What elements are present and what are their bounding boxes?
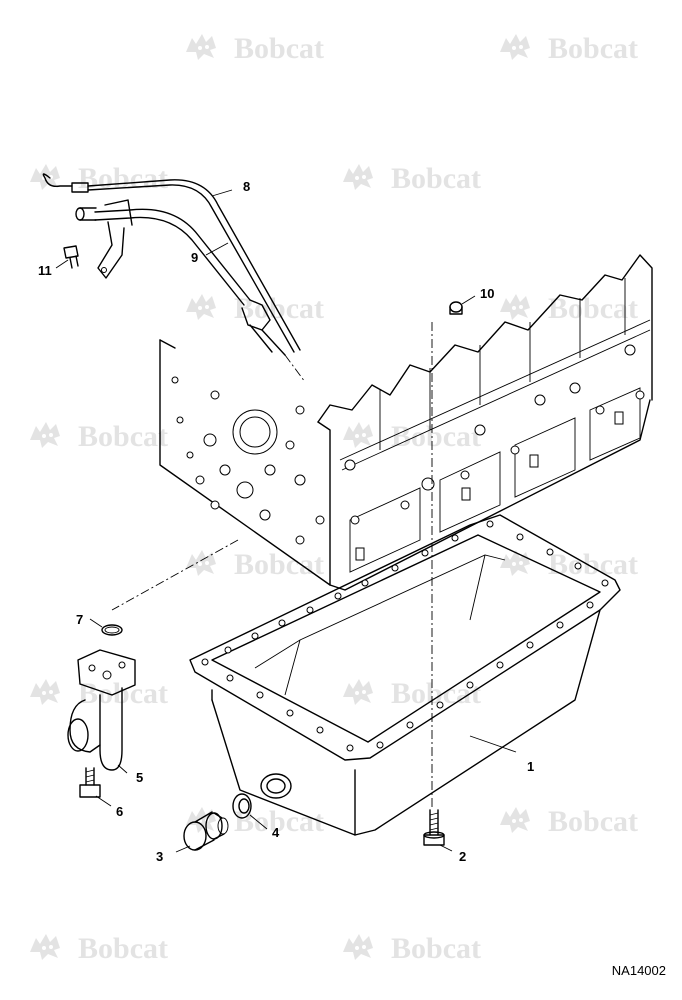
bobcat-logo-icon bbox=[186, 294, 216, 320]
callouts: 1 2 3 4 5 6 7 8 9 10 11 bbox=[38, 179, 534, 864]
bobcat-logo-icon bbox=[186, 550, 216, 576]
engine-block bbox=[159, 254, 653, 591]
drain-plug bbox=[183, 811, 229, 851]
callout-8: 8 bbox=[243, 179, 250, 194]
bobcat-logo-icon bbox=[186, 807, 216, 833]
flange-holes bbox=[201, 520, 609, 752]
callout-9: 9 bbox=[191, 250, 198, 265]
bobcat-logo-icon bbox=[343, 422, 373, 448]
dipstick-assembly bbox=[42, 173, 306, 383]
watermark-text: Bobcat bbox=[391, 420, 481, 453]
bobcat-logo-icon bbox=[343, 934, 373, 960]
bobcat-logo-icon bbox=[500, 550, 530, 576]
bobcat-logo-icon bbox=[186, 34, 216, 60]
o-ring bbox=[101, 624, 123, 636]
watermark-text: Bobcat bbox=[234, 292, 324, 325]
watermark-text: Bobcat bbox=[391, 932, 481, 965]
callout-10: 10 bbox=[480, 286, 494, 301]
pan-bolt bbox=[423, 809, 445, 846]
bobcat-logo-icon bbox=[500, 807, 530, 833]
bobcat-logo-icon bbox=[30, 422, 60, 448]
watermark-text: Bobcat bbox=[391, 677, 481, 710]
bobcat-logo-icon bbox=[500, 294, 530, 320]
watermark-text: Bobcat bbox=[234, 805, 324, 838]
strainer-centerline bbox=[111, 539, 239, 611]
watermark-text: Bobcat bbox=[234, 548, 324, 581]
drawing-number: NA14002 bbox=[611, 963, 666, 978]
oil-strainer bbox=[67, 649, 136, 771]
watermark-text: Bobcat bbox=[234, 32, 324, 65]
callout-11: 11 bbox=[38, 263, 52, 278]
watermark-text: Bobcat bbox=[548, 292, 638, 325]
watermark-text: Bobcat bbox=[548, 548, 638, 581]
callout-1: 1 bbox=[527, 759, 534, 774]
watermark-layer: Bobcat Bobcat Bobcat Bobcat Bobcat Bobca… bbox=[30, 32, 638, 965]
watermark-text: Bobcat bbox=[391, 162, 481, 195]
oil-pan bbox=[189, 514, 621, 836]
callout-3: 3 bbox=[156, 849, 163, 864]
watermark-text: Bobcat bbox=[548, 805, 638, 838]
callout-6: 6 bbox=[116, 804, 123, 819]
watermark-text: Bobcat bbox=[78, 420, 168, 453]
drain-washer bbox=[232, 793, 252, 819]
tube-bracket-bolt bbox=[63, 245, 79, 269]
callout-5: 5 bbox=[136, 770, 143, 785]
watermark-text: Bobcat bbox=[548, 32, 638, 65]
bobcat-logo-icon bbox=[30, 679, 60, 705]
bobcat-logo-icon bbox=[343, 679, 373, 705]
callout-7: 7 bbox=[76, 612, 83, 627]
leader-lines bbox=[55, 189, 517, 853]
bobcat-logo-icon bbox=[30, 934, 60, 960]
watermark-text: Bobcat bbox=[78, 932, 168, 965]
callout-4: 4 bbox=[272, 825, 280, 840]
plug bbox=[449, 301, 463, 315]
bobcat-logo-icon bbox=[500, 34, 530, 60]
watermark-text: Bobcat bbox=[78, 677, 168, 710]
callout-2: 2 bbox=[459, 849, 466, 864]
strainer-bolt bbox=[79, 767, 101, 798]
bobcat-logo-icon bbox=[343, 164, 373, 190]
